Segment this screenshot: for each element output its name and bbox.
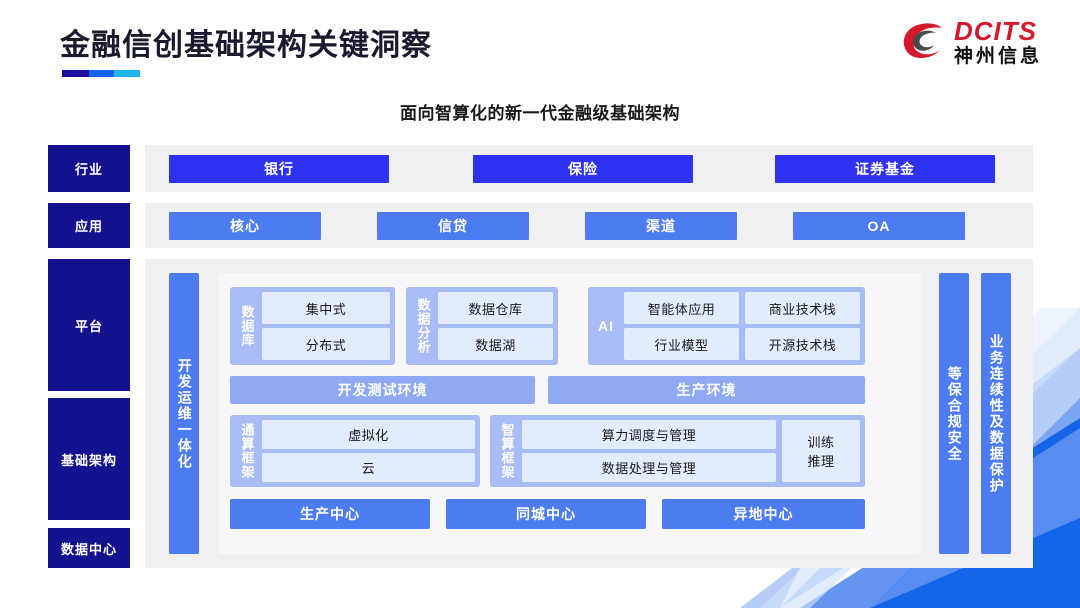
chip-dev-test-environment[interactable]: 开发测试环境 (230, 376, 535, 404)
tile-distributed[interactable]: 分布式 (262, 328, 390, 360)
group-label-data-analysis: 数据分析 (415, 298, 431, 354)
tile-commercial-stack[interactable]: 商业技术栈 (745, 292, 860, 324)
group-label-general-compute: 通算框架 (239, 423, 255, 479)
rail-label-application: 应用 (48, 203, 130, 248)
tile-virtualization[interactable]: 虚拟化 (262, 420, 475, 449)
group-label-ai: AI (598, 317, 614, 334)
swoosh-logo-icon (903, 23, 942, 58)
tile-cloud[interactable]: 云 (262, 453, 475, 482)
application-chip-credit[interactable]: 信贷 (377, 212, 529, 240)
rail-label-infrastructure: 基础架构 (48, 398, 130, 520)
tile-centralized[interactable]: 集中式 (262, 292, 390, 324)
platform-inner-panel: 数据库 集中式 分布式 数据分析 数据仓库 数据湖 AI 智能体 (218, 273, 921, 554)
industry-chip-securities[interactable]: 证券基金 (775, 155, 995, 183)
tile-data-warehouse[interactable]: 数据仓库 (438, 292, 553, 324)
application-band: 核心 信贷 渠道 OA (145, 203, 1033, 248)
group-ai: AI 智能体应用 行业模型 商业技术栈 开源技术栈 (588, 287, 865, 365)
tile-training-inference[interactable]: 训练 推理 (782, 420, 860, 482)
logo-text-cn: 神州信息 (953, 46, 1042, 67)
group-data-analysis: 数据分析 数据仓库 数据湖 (406, 287, 558, 365)
diagram-subtitle: 面向智算化的新一代金融级基础架构 (400, 104, 680, 123)
chip-metro-center[interactable]: 同城中心 (446, 499, 646, 529)
rail-label-platform: 平台 (48, 259, 130, 391)
chip-remote-center[interactable]: 异地中心 (662, 499, 865, 529)
industry-chip-insurance[interactable]: 保险 (473, 155, 693, 183)
application-chip-oa[interactable]: OA (793, 212, 965, 240)
vertical-bar-continuity[interactable]: 业务连续性及数据保护 (981, 273, 1011, 554)
application-chip-core[interactable]: 核心 (169, 212, 321, 240)
page-title: 金融信创基础架构关键洞察 (60, 29, 432, 62)
vertical-bar-security[interactable]: 等保合规安全 (939, 273, 969, 554)
platform-infrastructure-band: 开发运维一体化 等保合规安全 业务连续性及数据保护 数据库 集中式 分布式 数据… (145, 259, 1033, 568)
industry-band: 银行 保险 证券基金 (145, 145, 1033, 192)
chip-production-environment[interactable]: 生产环境 (548, 376, 865, 404)
industry-chip-bank[interactable]: 银行 (169, 155, 389, 183)
rail-label-industry: 行业 (48, 145, 130, 192)
tile-compute-scheduling[interactable]: 算力调度与管理 (522, 420, 776, 449)
tile-data-lake[interactable]: 数据湖 (438, 328, 553, 360)
group-label-database: 数据库 (239, 305, 255, 347)
tile-industry-model[interactable]: 行业模型 (624, 328, 739, 360)
title-underline-accent (62, 70, 140, 77)
rail-label-datacenter: 数据中心 (48, 528, 130, 568)
logo-text-en: DCITS (953, 16, 1037, 46)
group-database: 数据库 集中式 分布式 (230, 287, 395, 365)
group-general-compute-framework: 通算框架 虚拟化 云 (230, 415, 480, 487)
tile-data-processing[interactable]: 数据处理与管理 (522, 453, 776, 482)
tile-agent-application[interactable]: 智能体应用 (624, 292, 739, 324)
tile-opensource-stack[interactable]: 开源技术栈 (745, 328, 860, 360)
brand-logo: DCITS 神州信息 (900, 18, 1042, 66)
group-ai-compute-framework: 智算框架 算力调度与管理 数据处理与管理 训练 推理 (490, 415, 865, 487)
vertical-bar-devops[interactable]: 开发运维一体化 (169, 273, 199, 554)
group-label-ai-compute: 智算框架 (499, 423, 515, 479)
chip-production-center[interactable]: 生产中心 (230, 499, 430, 529)
application-chip-channel[interactable]: 渠道 (585, 212, 737, 240)
